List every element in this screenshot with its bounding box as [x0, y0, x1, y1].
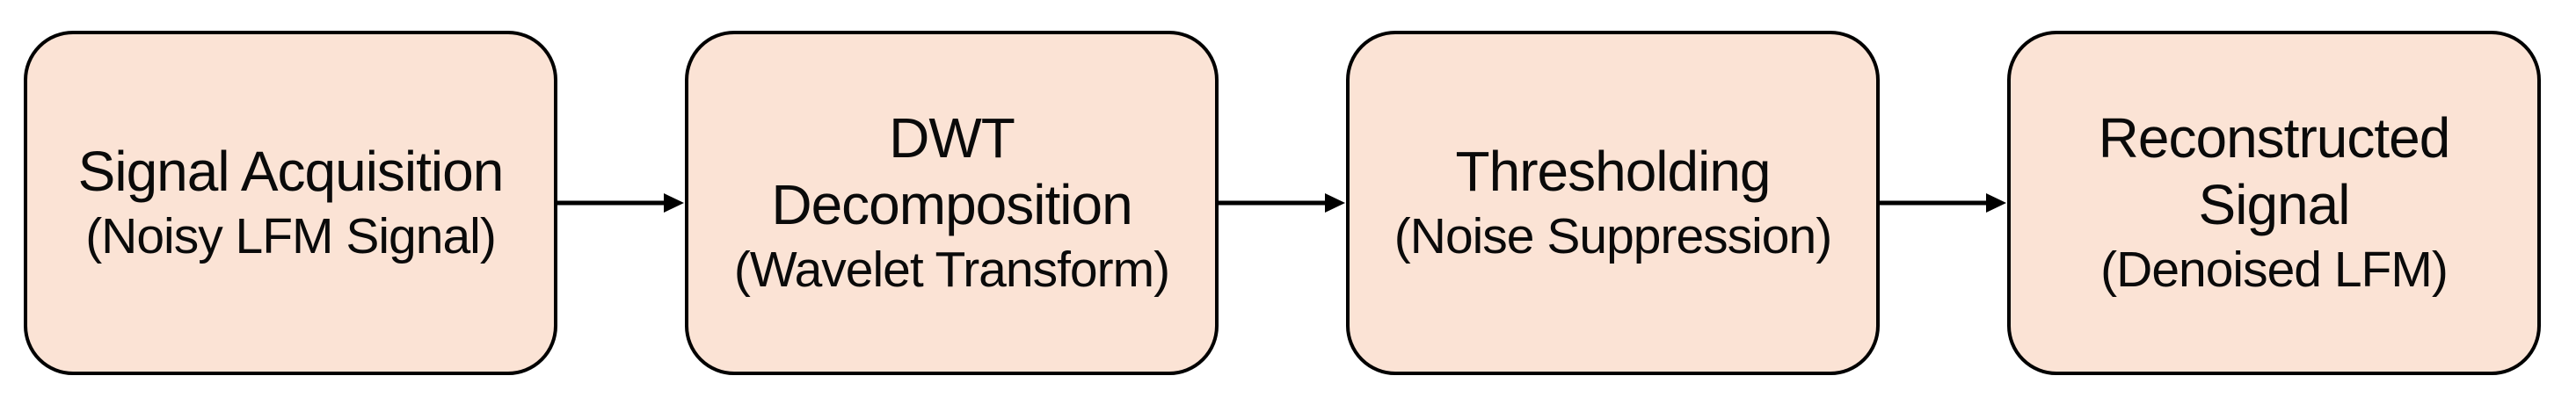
step-subtitle: (Denoised LFM): [2100, 242, 2449, 299]
connector: [1219, 31, 1346, 375]
step-subtitle: (Noisy LFM Signal): [85, 207, 497, 264]
flow-step-dwt-decomposition: DWT Decomposition (Wavelet Transform): [685, 31, 1219, 375]
arrow-right-icon: [1219, 193, 1345, 213]
connector: [1880, 31, 2007, 375]
arrow-right-icon: [557, 193, 684, 213]
step-title: DWT Decomposition: [771, 105, 1132, 237]
flow-step-reconstructed-signal: Reconstructed Signal (Denoised LFM): [2007, 31, 2541, 375]
flow-step-thresholding: Thresholding (Noise Suppression): [1346, 31, 1880, 375]
step-title: Thresholding: [1455, 139, 1772, 203]
step-title: Signal Acquisition: [77, 139, 505, 203]
connector: [557, 31, 685, 375]
step-subtitle: (Wavelet Transform): [733, 242, 1170, 299]
step-subtitle: (Noise Suppression): [1394, 207, 1832, 264]
step-title: Reconstructed Signal: [2098, 105, 2451, 237]
flow-step-signal-acquisition: Signal Acquisition (Noisy LFM Signal): [24, 31, 557, 375]
arrow-right-icon: [1880, 193, 2006, 213]
